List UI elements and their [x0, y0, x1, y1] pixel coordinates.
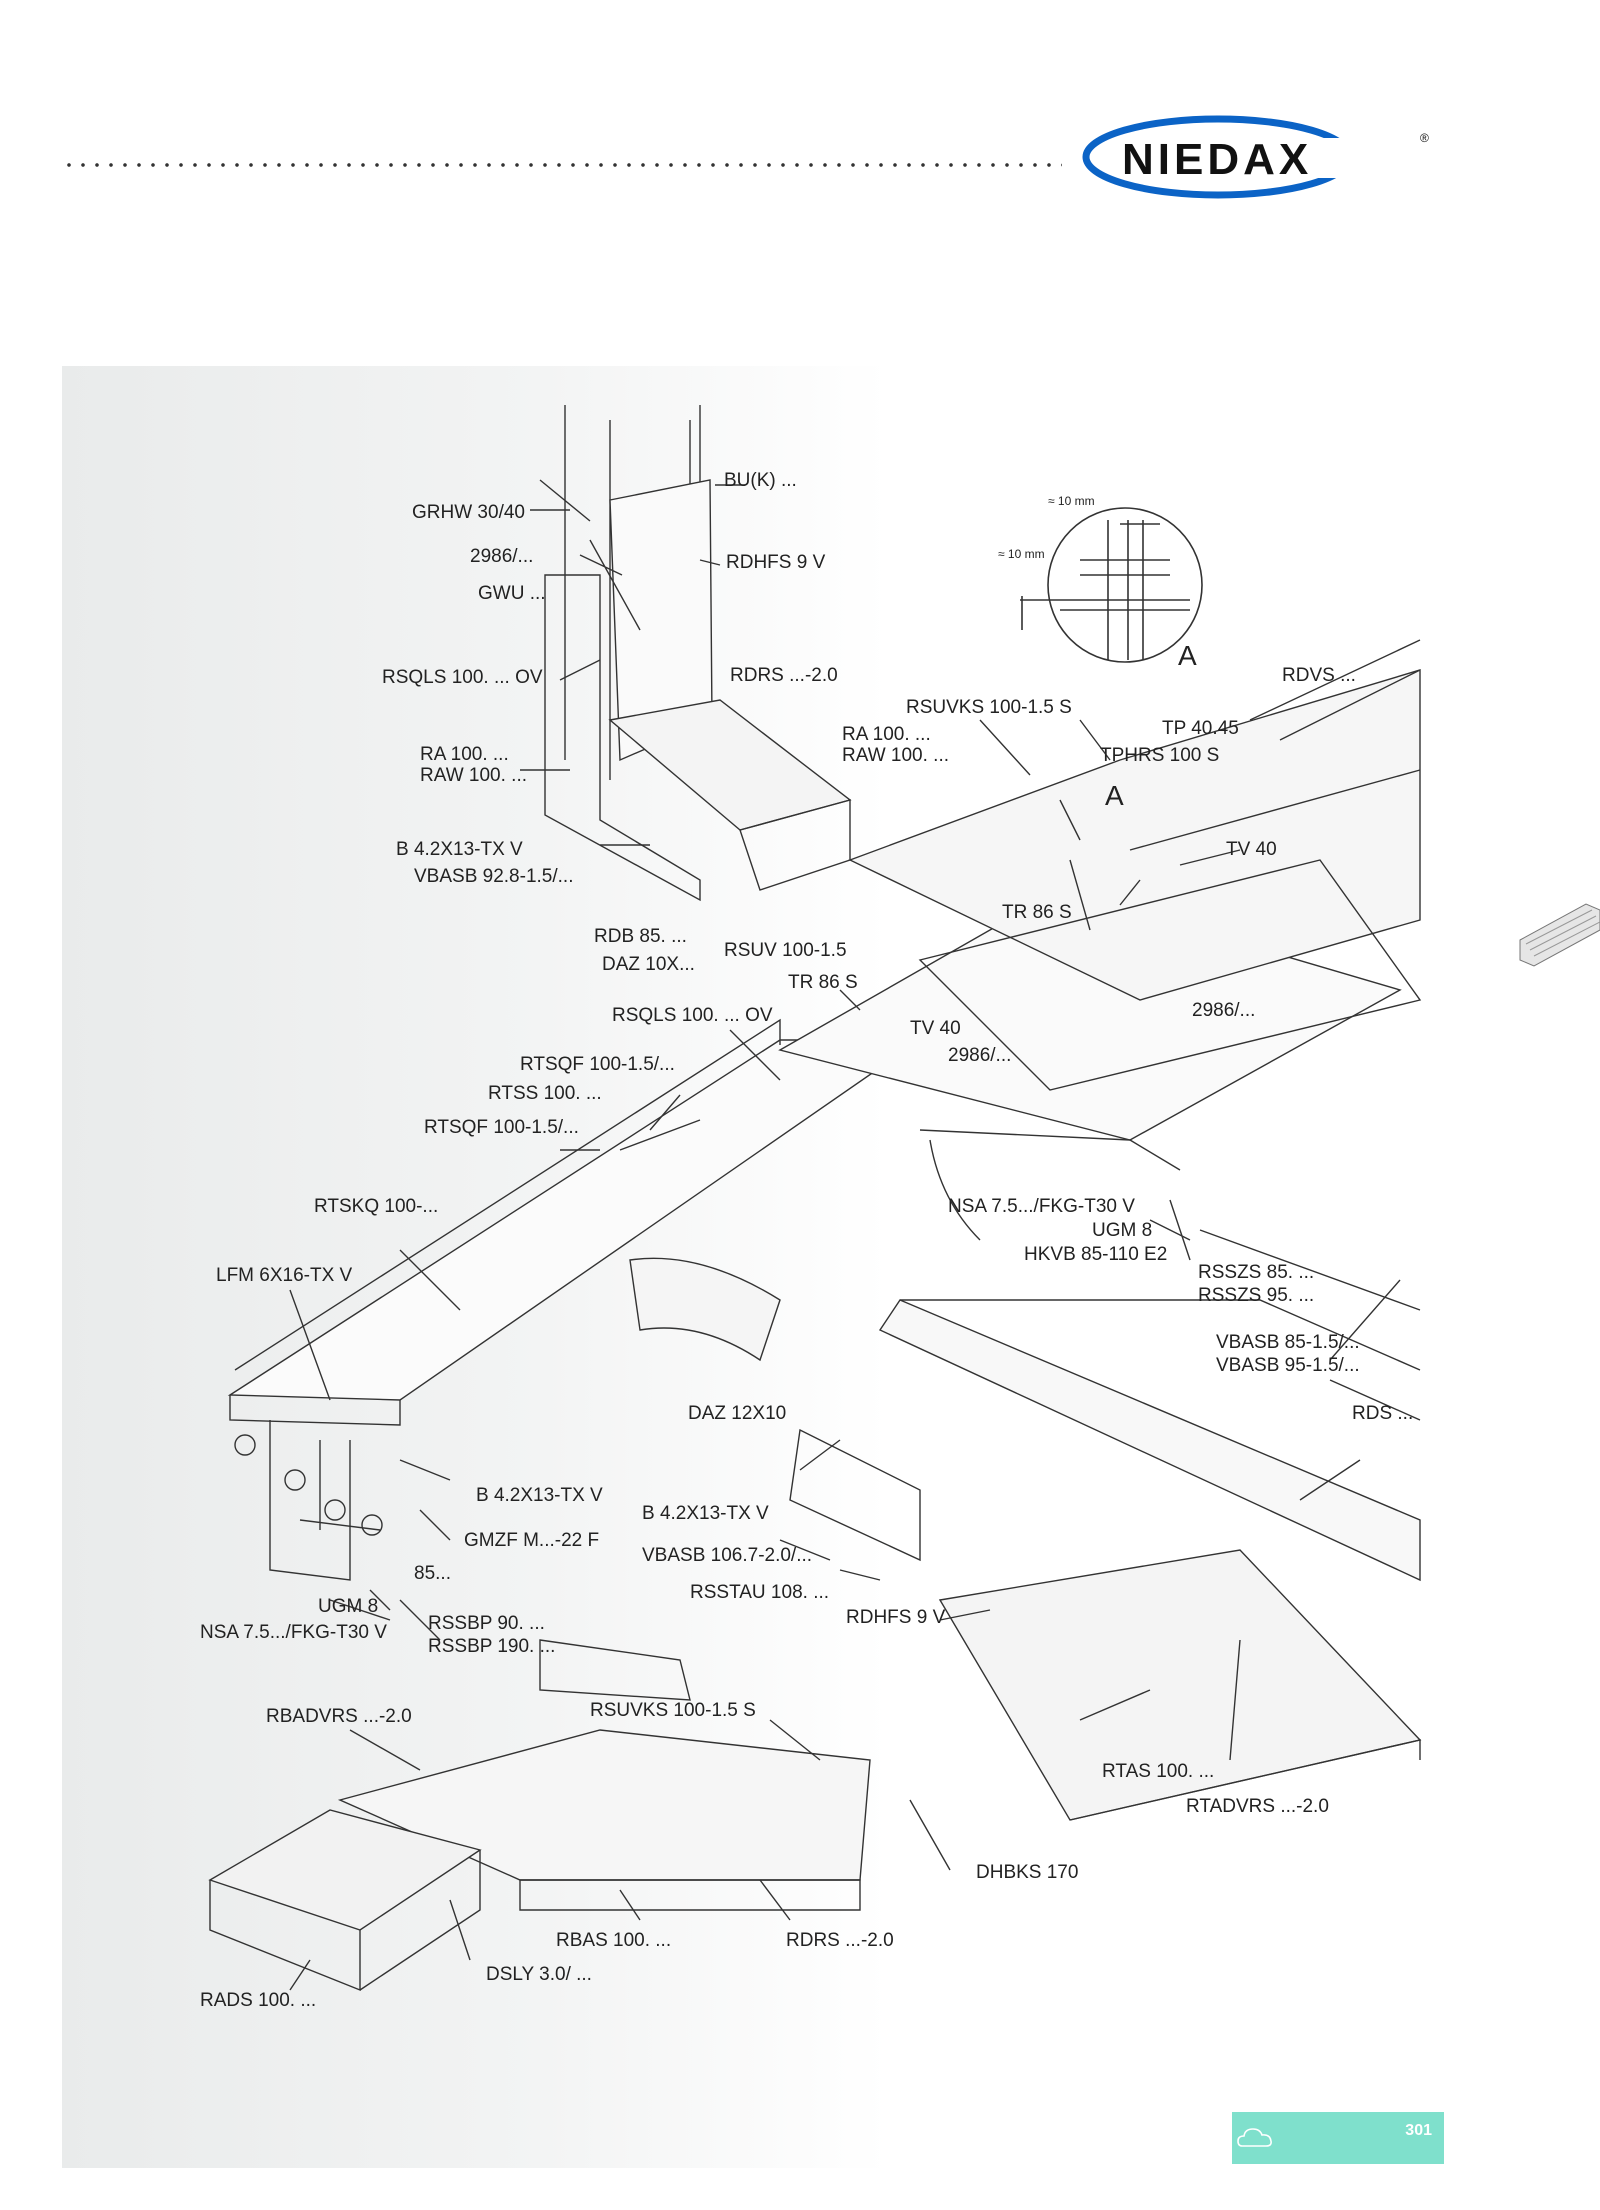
- part-label: 2986/...: [948, 1045, 1012, 1066]
- part-label: TR 86 S: [1002, 902, 1072, 923]
- part-label: RTSS 100. ...: [488, 1083, 602, 1104]
- part-label: RDRS ...-2.0: [730, 665, 838, 686]
- part-label: RDHFS 9 V: [846, 1607, 946, 1628]
- part-label: RSSBP 190. ...: [428, 1636, 556, 1657]
- part-label: NSA 7.5.../FKG-T30 V: [948, 1196, 1135, 1217]
- page-number: 301: [1405, 2122, 1432, 2139]
- cloud-icon: [1237, 2128, 1272, 2147]
- part-label: 2986/...: [1192, 1000, 1256, 1021]
- part-label: RAW 100. ...: [842, 745, 949, 766]
- part-label: UGM 8: [1092, 1220, 1153, 1241]
- part-label: RTSQF 100-1.5/...: [424, 1117, 579, 1138]
- part-label: GMZF M...-22 F: [464, 1530, 600, 1551]
- part-label: RDHFS 9 V: [726, 552, 826, 573]
- part-label: DAZ 10X...: [602, 954, 695, 975]
- part-label: RADS 100. ...: [200, 1990, 317, 2011]
- part-label: LFM 6X16-TX V: [216, 1265, 353, 1286]
- part-label: VBASB 85-1.5/...: [1216, 1332, 1360, 1353]
- part-label: RSUVKS 100-1.5 S: [906, 697, 1072, 718]
- registered-mark: ®: [1420, 131, 1429, 145]
- part-label: RSQLS 100. ... OV: [382, 667, 543, 688]
- page-number-badge: 301: [1232, 2112, 1444, 2164]
- part-label: VBASB 95-1.5/...: [1216, 1355, 1360, 1376]
- part-label: DSLY 3.0/ ...: [486, 1964, 592, 1985]
- part-label: TV 40: [910, 1018, 961, 1039]
- brand-name: NIEDAX: [1122, 135, 1312, 184]
- part-label: UGM 8: [318, 1596, 379, 1617]
- part-label: RTAS 100. ...: [1102, 1761, 1215, 1782]
- part-label: TPHRS 100 S: [1100, 745, 1220, 766]
- part-label: GWU ...: [478, 583, 546, 604]
- part-label: GRHW 30/40: [412, 502, 525, 523]
- part-label: RA 100. ...: [420, 744, 509, 765]
- part-label: RTSKQ 100-...: [314, 1196, 439, 1217]
- part-label: TR 86 S: [788, 972, 858, 993]
- product-thumbnail: [1519, 903, 1600, 967]
- part-label: RDB 85. ...: [594, 926, 687, 947]
- part-label: B 4.2X13-TX V: [476, 1485, 603, 1506]
- part-label: HKVB 85-110 E2: [1024, 1244, 1168, 1265]
- part-label: VBASB 106.7-2.0/...: [642, 1545, 813, 1566]
- part-label: B 4.2X13-TX V: [642, 1503, 769, 1524]
- part-label: RDVS ...: [1282, 665, 1356, 686]
- header-dotted-rule: [62, 160, 1062, 170]
- detail-dim-left: ≈ 10 mm: [998, 547, 1045, 561]
- detail-marker: A: [1105, 780, 1124, 811]
- part-label: RAW 100. ...: [420, 765, 527, 786]
- part-label: RA 100. ...: [842, 724, 931, 745]
- part-label: RSUVKS 100-1.5 S: [590, 1700, 756, 1721]
- part-label: BU(K) ...: [724, 470, 797, 491]
- part-label: RTADVRS ...-2.0: [1186, 1796, 1329, 1817]
- part-label: TP 40.45: [1162, 718, 1239, 739]
- part-label: RBAS 100. ...: [556, 1930, 672, 1951]
- part-label: 85...: [414, 1563, 451, 1584]
- part-label: RTSQF 100-1.5/...: [520, 1054, 675, 1075]
- detail-letter: A: [1178, 640, 1197, 671]
- part-label: DHBKS 170: [976, 1862, 1079, 1883]
- part-label: TV 40: [1226, 839, 1277, 860]
- part-label: RDS ...: [1352, 1403, 1414, 1424]
- part-label: B 4.2X13-TX V: [396, 839, 523, 860]
- part-label: RBADVRS ...-2.0: [266, 1706, 412, 1727]
- niedax-logo: NIEDAX ®: [1082, 115, 1429, 199]
- part-label: RSQLS 100. ... OV: [612, 1005, 773, 1026]
- part-label: NSA 7.5.../FKG-T30 V: [200, 1622, 387, 1643]
- part-label: RDRS ...-2.0: [786, 1930, 894, 1951]
- part-label: RSUV 100-1.5: [724, 940, 847, 961]
- part-label: DAZ 12X10: [688, 1403, 787, 1424]
- detail-dim-top: ≈ 10 mm: [1048, 494, 1095, 508]
- part-label: RSSBP 90. ...: [428, 1613, 545, 1634]
- part-label: VBASB 92.8-1.5/...: [414, 866, 574, 887]
- part-label: RSSZS 95. ...: [1198, 1285, 1315, 1306]
- part-label: 2986/...: [470, 546, 534, 567]
- part-label: RSSZS 85. ...: [1198, 1262, 1315, 1283]
- part-label: RSSTAU 108. ...: [690, 1582, 830, 1603]
